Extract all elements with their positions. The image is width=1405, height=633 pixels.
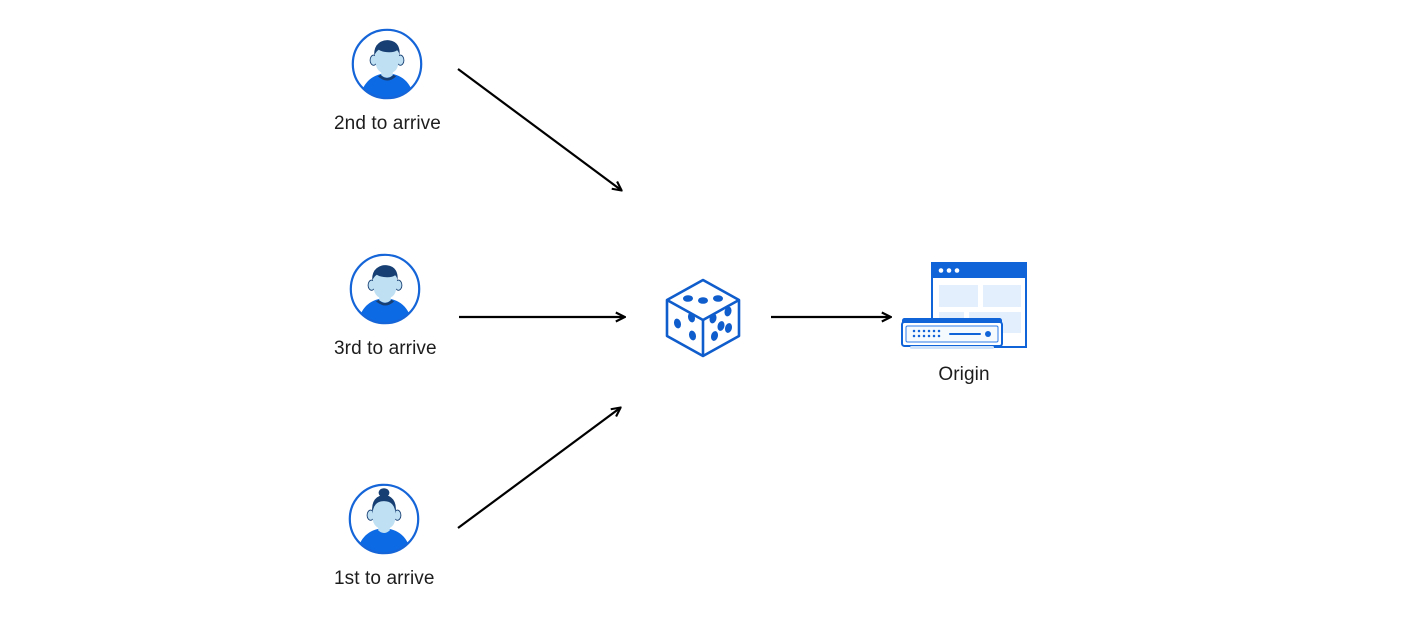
node-label: 1st to arrive xyxy=(334,568,435,589)
node-randomizer[interactable] xyxy=(657,272,749,364)
node-client-3rd[interactable]: 3rd to arrive xyxy=(334,252,437,361)
node-client-2nd[interactable]: 2nd to arrive xyxy=(334,27,441,136)
dice-icon xyxy=(657,272,749,364)
arrow-1st-to-dice xyxy=(457,408,620,529)
node-label: Origin xyxy=(938,364,990,385)
node-origin[interactable]: Origin xyxy=(900,260,1028,387)
arrow-2nd-to-dice xyxy=(457,68,621,190)
user-avatar-icon xyxy=(350,27,424,101)
node-label: 2nd to arrive xyxy=(334,113,441,134)
user-avatar-icon xyxy=(347,482,421,556)
node-label: 3rd to arrive xyxy=(334,338,437,359)
server-device-icon xyxy=(901,318,1003,349)
user-avatar-icon xyxy=(348,252,422,326)
origin-server-icon xyxy=(900,260,1028,360)
node-client-1st[interactable]: 1st to arrive xyxy=(334,482,435,591)
